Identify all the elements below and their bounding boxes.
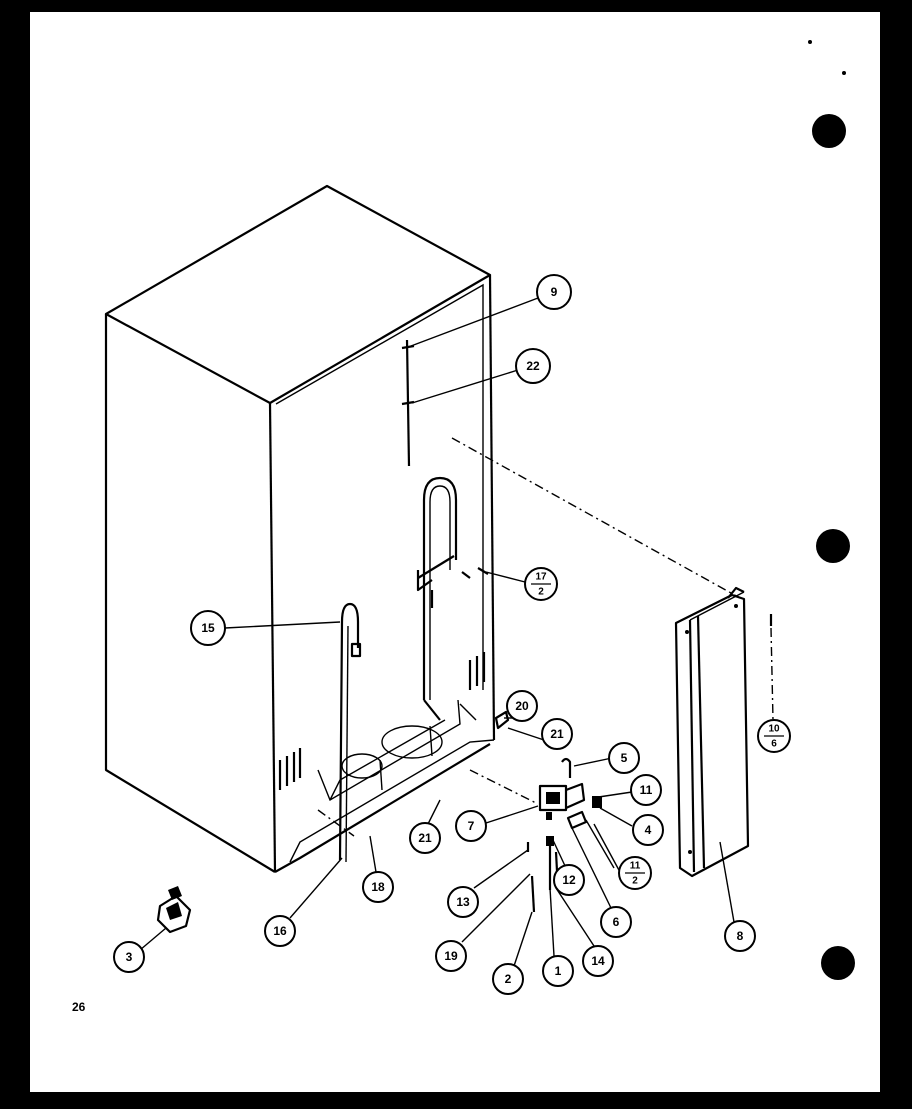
callout-11-2: 11 2 <box>618 856 652 890</box>
callout-2: 2 <box>492 963 524 995</box>
callout-17-2: 17 2 <box>524 567 558 601</box>
svg-text:8: 8 <box>737 929 744 943</box>
svg-text:1: 1 <box>555 964 562 978</box>
callout-3: 3 <box>113 941 145 973</box>
svg-text:21: 21 <box>418 831 432 845</box>
callout-16: 16 <box>264 915 296 947</box>
binder-hole-middle <box>816 529 850 563</box>
callout-10-6: 10 6 <box>757 719 791 753</box>
svg-text:13: 13 <box>456 895 470 909</box>
svg-text:21: 21 <box>550 727 564 741</box>
dash-leader <box>469 769 539 805</box>
callout-21-lower: 21 <box>409 822 441 854</box>
scan-speck <box>842 71 846 75</box>
svg-text:17: 17 <box>535 572 547 583</box>
callout-5: 5 <box>608 742 640 774</box>
svg-text:11: 11 <box>640 783 653 797</box>
svg-text:2: 2 <box>538 587 544 598</box>
callout-21-upper: 21 <box>541 718 573 750</box>
svg-text:2: 2 <box>505 972 512 986</box>
svg-text:3: 3 <box>126 950 133 964</box>
scan-speck <box>11 463 21 473</box>
binder-hole-top <box>812 114 846 148</box>
svg-text:6: 6 <box>771 739 777 750</box>
callout-15: 15 <box>190 610 226 646</box>
page-number: 26 <box>72 1000 86 1014</box>
svg-text:4: 4 <box>645 823 652 837</box>
callout-4: 4 <box>632 814 664 846</box>
callout-19: 19 <box>435 940 467 972</box>
svg-text:20: 20 <box>515 699 529 713</box>
svg-text:22: 22 <box>526 359 540 373</box>
callout-13: 13 <box>447 886 479 918</box>
leader-lines <box>139 297 774 967</box>
svg-text:16: 16 <box>273 924 287 938</box>
svg-text:6: 6 <box>613 915 620 929</box>
screw-pair <box>461 567 489 579</box>
bracket-part <box>494 710 510 730</box>
svg-text:5: 5 <box>621 751 628 765</box>
refrigerator-cabinet <box>104 184 496 873</box>
callout-20: 20 <box>506 690 538 722</box>
svg-text:10: 10 <box>768 724 780 735</box>
svg-text:19: 19 <box>444 949 458 963</box>
binder-hole-bottom <box>821 946 855 980</box>
svg-text:15: 15 <box>201 621 215 635</box>
svg-text:18: 18 <box>371 880 385 894</box>
svg-text:2: 2 <box>632 876 638 887</box>
svg-text:11: 11 <box>630 861 641 872</box>
scan-speck <box>808 40 812 44</box>
callout-9: 9 <box>536 274 572 310</box>
callout-12: 12 <box>553 864 585 896</box>
callout-22: 22 <box>515 348 551 384</box>
callout-7: 7 <box>455 810 487 842</box>
callout-8: 8 <box>724 920 756 952</box>
small-part-3 <box>156 886 192 934</box>
svg-text:7: 7 <box>468 819 475 833</box>
rear-cover-panel <box>674 586 750 878</box>
dash-leader <box>770 627 774 721</box>
fill-tube-loop <box>416 476 458 721</box>
drain-tube <box>338 602 362 863</box>
callout-6: 6 <box>600 906 632 938</box>
dash-leader <box>451 437 741 599</box>
svg-text:9: 9 <box>551 285 558 299</box>
callout-18: 18 <box>362 871 394 903</box>
callout-14: 14 <box>582 945 614 977</box>
svg-text:12: 12 <box>562 873 576 887</box>
callout-11: 11 <box>630 774 662 806</box>
callout-1: 1 <box>542 955 574 987</box>
dash-leader <box>317 809 355 837</box>
svg-text:14: 14 <box>591 954 605 968</box>
